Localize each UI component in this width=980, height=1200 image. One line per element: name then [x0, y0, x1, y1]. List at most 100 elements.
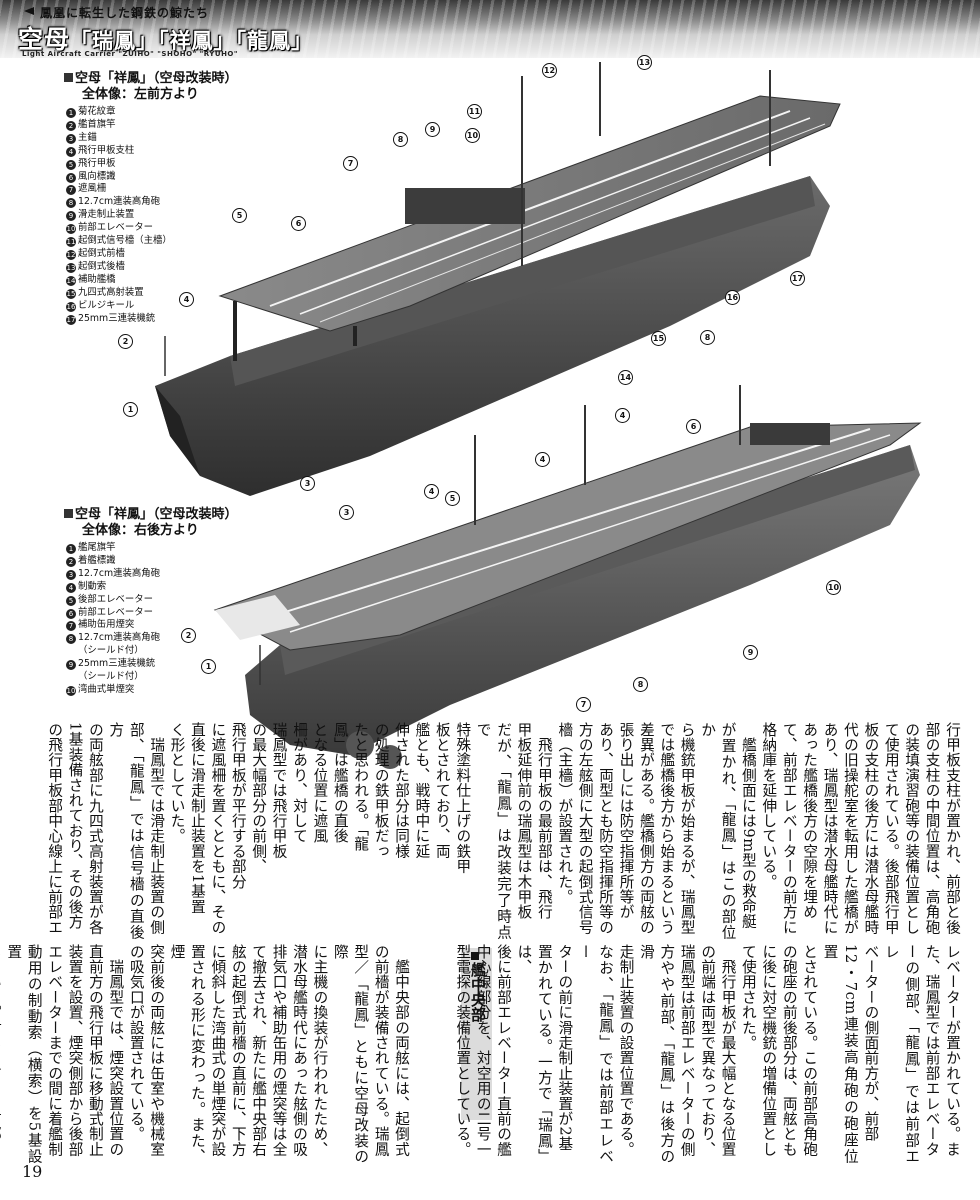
- figure2-ship-render: [213, 385, 922, 769]
- figure1-title-line1: 空母「祥鳳」（空母改装時）: [75, 71, 238, 86]
- legend-number: 16: [66, 301, 76, 312]
- body-text-line: の両舷部に九四式高射装置が各: [86, 722, 104, 935]
- legend-label: 前部エレベーター: [78, 222, 154, 234]
- body-text-line: ベーターの側面前方が、前部: [862, 944, 880, 1142]
- figure1-deck-line: [299, 117, 811, 315]
- body-text-line: 瑞鳳型では、煙突設置位置の: [107, 944, 125, 1157]
- legend-label: 補助艦橋: [78, 273, 116, 285]
- body-text-line: 方やや前部、「龍鳳」は後方の滑: [637, 944, 676, 1164]
- body-text-upper: 行甲板支柱が置かれ、前部と後部の支柱の中間位置は、高角砲の装填演習砲等の装備位置…: [46, 722, 962, 940]
- body-text-line: エレベーターまでの間に着艦制: [46, 944, 64, 1157]
- legend-number: 4: [66, 582, 76, 593]
- body-text-line: 艦中央部の両舷には、起倒式: [393, 944, 411, 1157]
- figure2-title-line1: 空母「祥鳳」（空母改装時）: [75, 507, 238, 522]
- callout-6: 6: [291, 216, 306, 231]
- figure2-propeller: [346, 731, 374, 759]
- figure2-deck-line: [249, 428, 871, 624]
- callout2-6: 6: [686, 419, 701, 434]
- body-text-line: 動用の制動索（横索）を5基設置: [5, 944, 43, 1164]
- legend-number: 3: [66, 569, 76, 580]
- body-text-line: に遮風柵を置くとともに、その: [209, 722, 227, 935]
- figure1-hull: [155, 176, 830, 496]
- body-text-line: が置かれ、「龍鳳」はこの部位か: [699, 722, 737, 940]
- legend-label: 着艦標識: [78, 554, 116, 566]
- legend-number: 10: [66, 224, 76, 235]
- legend-number: 9: [66, 660, 76, 671]
- body-text-line: 12・7cm連装高角砲の砲座位置: [821, 944, 859, 1164]
- body-text-line: の処理の鉄甲板だっ: [372, 722, 390, 859]
- body-text-line: に後に対空機銃の増備位置とし: [760, 944, 778, 1157]
- title-prefix: 空母: [18, 25, 71, 54]
- callout-11: 11: [467, 104, 482, 119]
- section-heading: 艦中央部: [469, 962, 487, 1022]
- body-text-line: している。対して、より前部: [0, 944, 3, 1164]
- callout2-4a: 4: [424, 484, 439, 499]
- legend-number: 2: [66, 556, 76, 567]
- callout-9: 9: [425, 122, 440, 137]
- callout-14: 14: [618, 370, 633, 385]
- callout-8: 8: [393, 132, 408, 147]
- body-text-line: なお、「龍鳳」では前部エレベー: [576, 944, 615, 1164]
- body-text-line: 艦橋側面には9m型の救命艇: [739, 722, 757, 929]
- body-text-line: て撤去され、新たに艦中央部右: [250, 944, 268, 1157]
- legend-label: 九四式高射装置: [78, 286, 144, 298]
- callout2-9: 9: [743, 645, 758, 660]
- body-text-line: の吸気口が設置されている。: [127, 944, 145, 1142]
- body-text-line: の前端は両型で異なっており、: [699, 944, 717, 1157]
- body-text-line: あった艦橋後方の空隙を埋め: [801, 722, 819, 920]
- legend-label: （シールド付）: [78, 645, 144, 657]
- body-text-line: ーの側部、「龍鳳」では前部エレ: [882, 944, 921, 1164]
- figure2-title: 空母「祥鳳」（空母改装時）: [64, 506, 238, 523]
- body-text-line: となる位置に遮風: [311, 722, 329, 844]
- body-text-line: に主機の換装が行われたため、: [311, 944, 329, 1157]
- body-text-line: 後に前部エレベーター直前の艦: [495, 944, 513, 1157]
- callout2-7: 7: [576, 697, 591, 712]
- body-text-line: の前檣が装備されている。瑞鳳: [372, 944, 390, 1157]
- legend-number: 5: [66, 595, 76, 606]
- callout-15: 15: [651, 331, 666, 346]
- legend-label: 湾曲式単煙突: [78, 683, 135, 695]
- legend-label: 起倒式信号檣（主檣）: [78, 235, 172, 247]
- legend-number: 10: [66, 685, 76, 696]
- body-text-line: 飛行甲板が最大幅となる位置: [719, 944, 737, 1157]
- legend-label: 12.7cm連装高角砲: [78, 196, 161, 208]
- legend-number: 14: [66, 275, 76, 286]
- figure2-propeller: [378, 745, 402, 769]
- callout2-1: 1: [201, 659, 216, 674]
- body-text-line: 瑞鳳型では滑走制止装置の側: [148, 722, 166, 935]
- callout-16: 16: [725, 290, 740, 305]
- body-text-line: [411, 944, 431, 1164]
- legend-label: 菊花紋章: [78, 106, 116, 117]
- legend-number: 17: [66, 314, 76, 325]
- body-text-line: 鳳」は艦橋の直後: [331, 722, 349, 844]
- figure2-subtitle: 全体像：右後方より: [82, 523, 199, 538]
- body-text-line: の最大幅部分の前側、: [250, 722, 268, 874]
- legend-label: 起倒式後檣: [78, 260, 125, 272]
- body-text-line: では艦橋後方から始まるという: [658, 722, 676, 935]
- legend-number: 8: [66, 198, 76, 209]
- section-heading-box: [461, 948, 492, 1120]
- legend-label: 艦尾旗竿: [78, 542, 116, 553]
- body-text-line: 方の左舷側に大型の起倒式信号: [576, 722, 594, 935]
- legend-label: ビルジキール: [78, 299, 135, 311]
- legend-label: 前部エレベーター: [78, 606, 154, 618]
- body-text-line: に傾斜した湾曲式の単煙突が設: [209, 944, 227, 1157]
- page-number: 19: [22, 1162, 43, 1181]
- legend-label: 遮風柵: [78, 183, 107, 195]
- body-text-line: く形としていた。: [168, 722, 186, 844]
- callout-7: 7: [343, 156, 358, 171]
- figure1-flight-deck: [218, 95, 841, 332]
